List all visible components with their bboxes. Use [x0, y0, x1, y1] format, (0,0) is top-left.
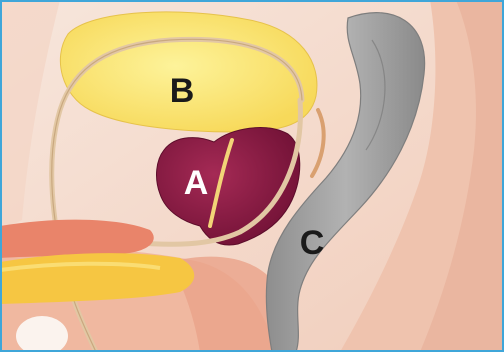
- label-a: A: [184, 164, 209, 202]
- label-b: B: [170, 72, 195, 110]
- corpus-spongiosum: [0, 220, 154, 258]
- label-c: C: [300, 224, 325, 262]
